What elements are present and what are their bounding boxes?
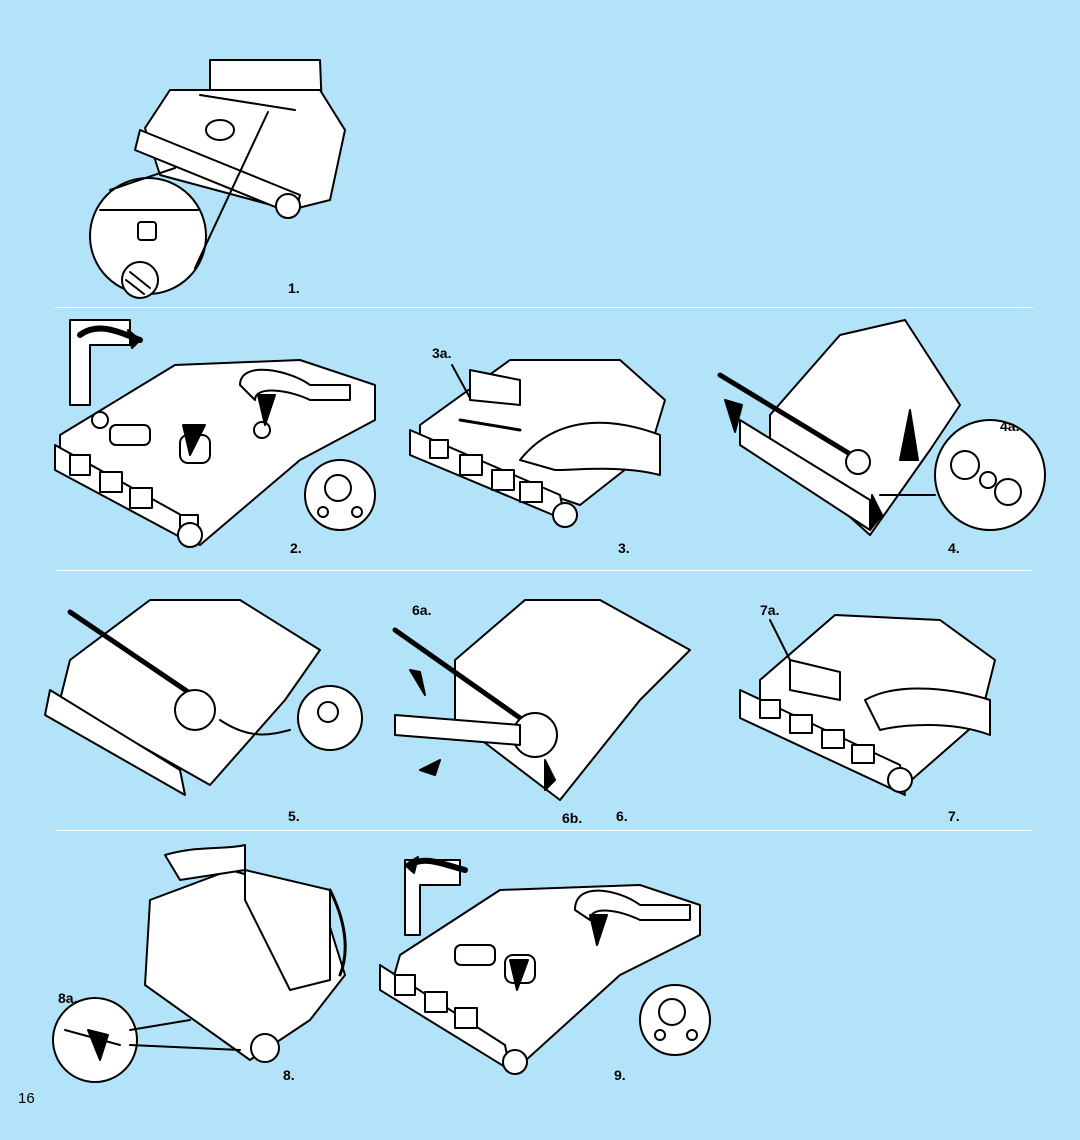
step-1-vacuum-base-illustration xyxy=(89,59,346,299)
step-7-callout: 7a. xyxy=(760,602,780,618)
divider-row-2 xyxy=(55,570,1033,571)
page-number: 16 xyxy=(18,1090,35,1107)
step-6-callout-a: 6a. xyxy=(412,602,432,618)
step-2-label: 2. xyxy=(290,540,302,556)
step-5-label: 5. xyxy=(288,808,300,824)
step-4-illustration xyxy=(717,319,1046,536)
step-9-label: 9. xyxy=(614,1067,626,1083)
step-8-illustration xyxy=(52,844,347,1083)
step-2-underside-illustration xyxy=(54,319,376,548)
step-5-illustration xyxy=(44,599,363,796)
step-9-illustration xyxy=(379,856,711,1075)
divider-row-1 xyxy=(55,307,1033,308)
step-6-label: 6. xyxy=(616,808,628,824)
step-3-illustration xyxy=(409,359,666,528)
step-8-callout: 8a. xyxy=(58,990,78,1006)
step-8-label: 8. xyxy=(283,1067,295,1083)
step-6-illustration xyxy=(392,599,691,801)
step-7-label: 7. xyxy=(948,808,960,824)
step-3-callout: 3a. xyxy=(432,345,452,361)
step-6-callout-b: 6b. xyxy=(562,810,583,826)
step-4-callout: 4a. xyxy=(1000,418,1020,434)
step-4-label: 4. xyxy=(948,540,960,556)
divider-row-3 xyxy=(55,830,1033,831)
step-3-label: 3. xyxy=(618,540,630,556)
step-1-label: 1. xyxy=(288,280,300,296)
step-7-illustration xyxy=(739,614,996,796)
